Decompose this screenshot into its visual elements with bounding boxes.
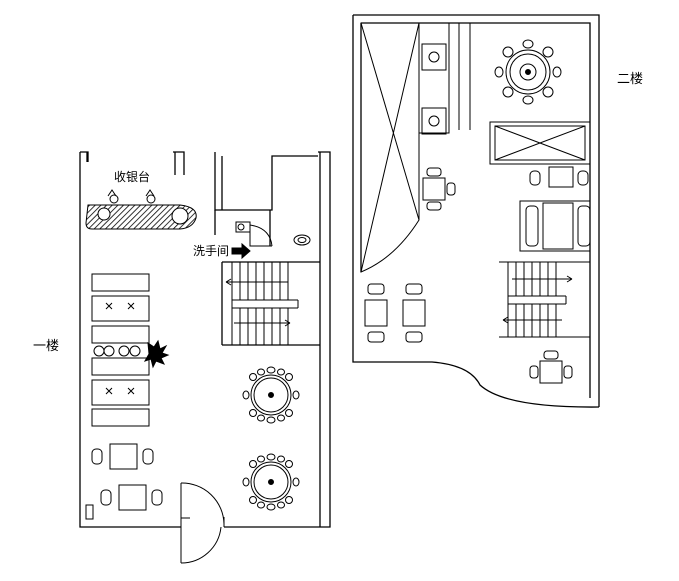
- floor1-round-table-2: [242, 453, 300, 511]
- floor1-booths: [91, 273, 170, 427]
- floor2-small-tables: [364, 166, 591, 384]
- entrance-doors: [180, 482, 225, 564]
- floor1-walls: [79, 151, 331, 528]
- floor2-stairs: [499, 261, 590, 338]
- floor2-service-box: [489, 121, 591, 165]
- cashier-label: 收银台: [114, 170, 151, 184]
- floor1-stairs: [221, 261, 320, 346]
- floor2-walls: [352, 14, 600, 408]
- washroom-arrow: [231, 242, 251, 260]
- washroom-door: [235, 221, 311, 247]
- floor1-plan: [79, 151, 331, 564]
- floor2-counter: [418, 22, 471, 135]
- floor1-label: 一楼: [33, 339, 60, 354]
- floor1-square-tables: [85, 443, 163, 520]
- floor2-label: 二楼: [617, 72, 644, 87]
- cashier-counter: [85, 189, 197, 230]
- floor2-void: [360, 22, 420, 273]
- floor2-plan: [352, 14, 600, 408]
- floor1-round-table-1: [242, 366, 300, 424]
- washroom-label: 洗手间: [193, 244, 230, 258]
- floor2-round-table: [494, 39, 562, 105]
